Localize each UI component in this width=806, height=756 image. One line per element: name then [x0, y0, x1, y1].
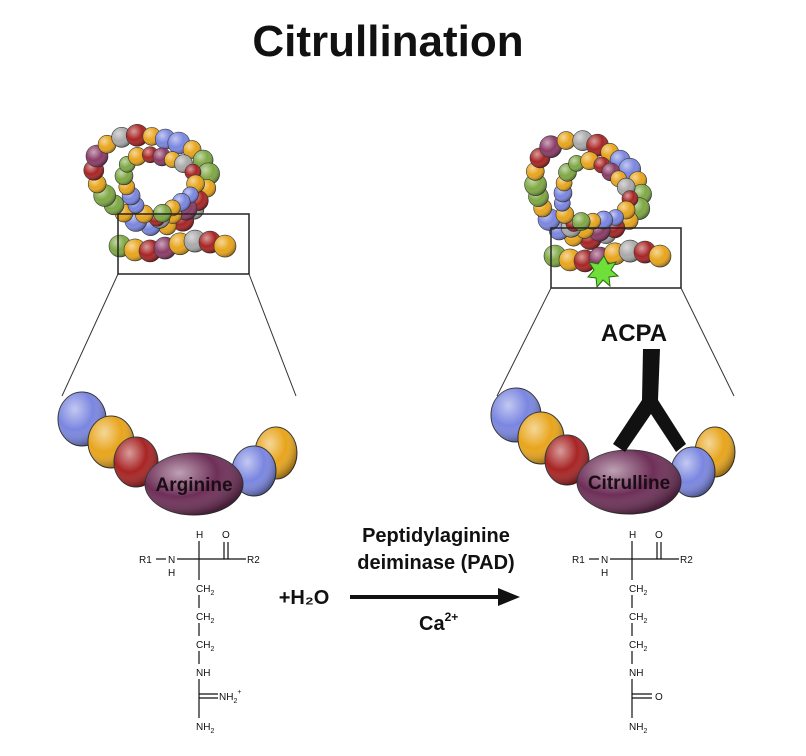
coil-bead-shade	[572, 212, 591, 231]
svg-text:NH: NH	[629, 668, 643, 679]
svg-text:H: H	[629, 530, 636, 541]
svg-text:CH2: CH2	[196, 612, 214, 625]
protein-coil-right	[524, 130, 672, 273]
coil-bead-shade	[128, 147, 147, 166]
svg-text:NH: NH	[196, 668, 210, 679]
citrulline-marker	[587, 255, 620, 289]
coil-bead-shade	[126, 124, 149, 147]
svg-text:CH2: CH2	[196, 640, 214, 653]
svg-text:NH2: NH2	[196, 722, 214, 735]
coil-bead-shade	[539, 135, 562, 158]
antibody-icon	[613, 349, 686, 452]
svg-text:N: N	[601, 555, 608, 566]
svg-text:CH2: CH2	[629, 640, 647, 653]
zoom-line-right-a	[496, 287, 552, 397]
calcium-cofactor: Ca2+	[419, 610, 458, 635]
page-title: Citrullination	[252, 17, 523, 66]
coil-bead-shade	[557, 131, 576, 150]
svg-text:O: O	[222, 530, 230, 541]
svg-text:N: N	[168, 555, 175, 566]
acpa-label: ACPA	[601, 320, 667, 347]
svg-text:R2: R2	[247, 555, 260, 566]
zoom-line-left-a	[61, 273, 119, 397]
coil-bead-shade	[214, 235, 236, 258]
water-reactant: +H₂O	[279, 587, 330, 609]
enlarged-segment-right: Citrulline	[490, 387, 736, 515]
svg-text:NH2: NH2	[629, 722, 647, 735]
svg-text:H: H	[196, 530, 203, 541]
svg-text:R1: R1	[139, 555, 152, 566]
citrulline-label: Citrulline	[588, 473, 670, 494]
citrulline-structure: R1 N H H O R2 CH2 CH2 CH2 NH O NH2	[572, 530, 693, 735]
svg-text:R1: R1	[572, 555, 585, 566]
svg-text:CH2: CH2	[629, 612, 647, 625]
svg-text:CH2: CH2	[196, 584, 214, 597]
protein-coil-left	[83, 124, 237, 263]
enzyme-name-line1: Peptidylaginine	[362, 525, 510, 547]
svg-text:R2: R2	[680, 555, 693, 566]
arginine-label: Arginine	[155, 475, 232, 496]
svg-text:O: O	[655, 692, 663, 703]
zoom-box-right	[550, 227, 682, 289]
zoom-line-right-b	[680, 287, 735, 397]
reaction-arrow-head	[498, 588, 520, 606]
enzyme-name-line2: deiminase (PAD)	[357, 552, 514, 574]
arginine-structure: R1 N H H O R2 CH2 CH2 CH2 NH NH2+ NH2	[139, 530, 260, 735]
svg-text:NH2+: NH2+	[219, 689, 241, 705]
svg-text:CH2: CH2	[629, 584, 647, 597]
zoom-box-left	[117, 213, 250, 275]
enlarged-segment-left: Arginine	[57, 391, 298, 516]
zoom-line-left-b	[248, 273, 297, 397]
coil-bead-shade	[649, 245, 671, 268]
svg-text:H: H	[168, 568, 175, 579]
svg-text:H: H	[601, 568, 608, 579]
coil-bead-shade	[98, 135, 117, 154]
svg-text:O: O	[655, 530, 663, 541]
